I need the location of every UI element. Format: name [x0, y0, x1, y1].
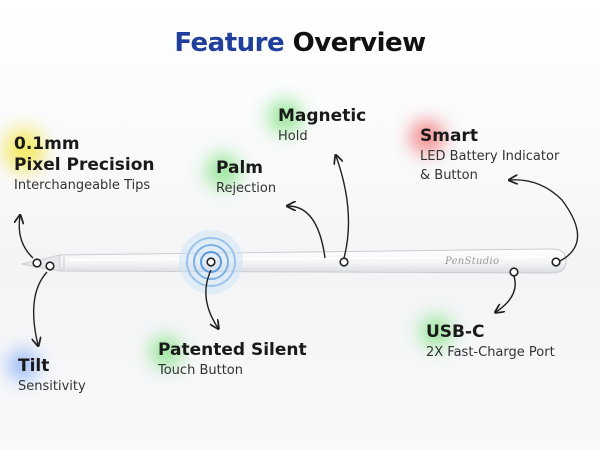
feature-subtext: Rejection [216, 181, 277, 196]
dot-silent-button [206, 257, 216, 267]
feature-silent-button: Patented Silent Touch Button [158, 340, 307, 380]
feature-heading: Pixel Precision [14, 155, 155, 175]
feature-subtext: & Button [420, 168, 478, 183]
arrow-palm [288, 206, 326, 259]
feature-tilt-sensitivity: Tilt Sensitivity [18, 356, 86, 396]
arrow-usbc [496, 275, 516, 312]
feature-heading: Patented Silent [158, 340, 307, 360]
dot-tip [32, 258, 42, 268]
feature-heading: Palm [216, 158, 264, 178]
feature-magnetic-hold: Magnetic Hold [278, 106, 366, 146]
feature-subtext: Interchangeable Tips [14, 178, 151, 193]
green-glow-magnetic [268, 100, 302, 134]
arrow-smart [510, 180, 579, 263]
red-glow-smart [410, 120, 444, 154]
brand-logo: PenStudio [445, 256, 500, 267]
feature-palm-rejection: Palm Rejection [216, 158, 276, 198]
feature-usbc-charging: USB-C 2X Fast-Charge Port [426, 322, 555, 362]
dot-palm-magnetic [339, 257, 349, 267]
title-word-feature: Feature [174, 28, 285, 58]
arrow-tilt [34, 271, 48, 345]
green-glow-silent [150, 336, 182, 368]
arrow-silent [205, 269, 218, 328]
feature-tip-precision: 0.1mm Pixel Precision Interchangeable Ti… [14, 134, 155, 195]
green-glow-palm [206, 154, 240, 188]
feature-subtext: 2X Fast-Charge Port [426, 345, 555, 360]
feature-subtext: Sensitivity [18, 379, 86, 394]
dot-smart-led [551, 257, 561, 267]
feature-heading: Tilt [18, 356, 50, 376]
feature-smart-led: Smart LED Battery Indicator & Button [420, 126, 559, 185]
yellow-glow [4, 128, 44, 172]
green-glow-usbc [420, 316, 452, 348]
feature-heading: Magnetic [278, 106, 367, 126]
arrow-tip [19, 216, 34, 259]
feature-subtext: LED Battery Indicator [420, 149, 560, 164]
dot-tilt [45, 261, 55, 271]
arrow-magnetic [336, 156, 350, 259]
dot-usbc [509, 267, 519, 277]
feature-heading: Smart [420, 126, 478, 146]
page-title: Feature Overview [0, 28, 600, 58]
feature-heading: 0.1mm [14, 134, 80, 154]
feature-heading: USB-C [426, 322, 485, 342]
feature-subtext: Hold [278, 129, 308, 144]
blue-glow-tilt [8, 350, 38, 380]
feature-subtext: Touch Button [158, 363, 243, 378]
title-word-overview: Overview [292, 28, 427, 58]
